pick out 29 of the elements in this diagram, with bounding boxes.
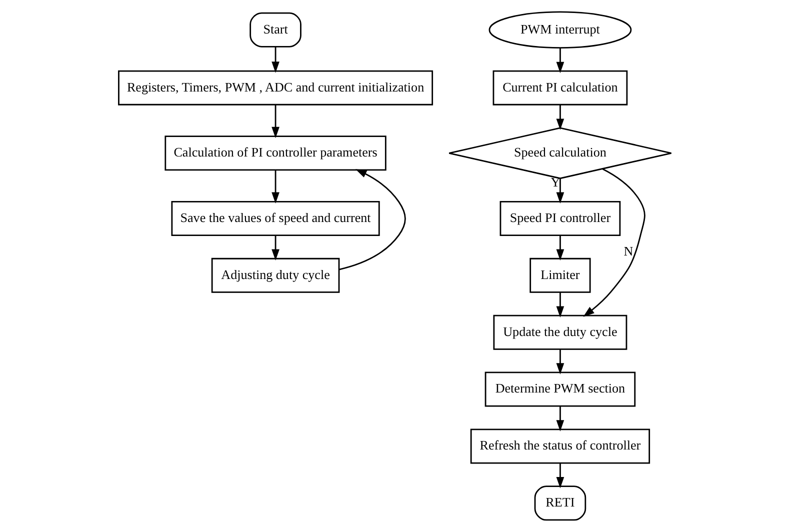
arrow <box>556 235 564 261</box>
arrow <box>272 46 280 73</box>
node-box: Speed PI controller <box>500 200 621 236</box>
node-diamond: Speed calculation <box>448 127 672 180</box>
node-ellipse: PWM interrupt <box>488 11 632 48</box>
arrow <box>338 169 406 270</box>
node-box: Update the duty cycle <box>493 314 628 350</box>
node-box: Save the values of speed and current <box>171 200 380 236</box>
node-box: Current PI calculation <box>492 70 628 106</box>
arrow <box>556 178 564 204</box>
node-box: Adjusting duty cycle <box>211 258 340 293</box>
arrow <box>272 170 280 204</box>
arrow <box>556 406 564 432</box>
node-box: RETI <box>534 486 586 521</box>
arrow <box>556 292 564 318</box>
arrow <box>556 104 564 130</box>
edge-label: N <box>624 243 634 258</box>
node-box: Calculation of PI controller parameters <box>164 136 386 171</box>
arrow <box>583 168 646 317</box>
node-box: Limiter <box>530 258 591 293</box>
arrow <box>272 104 280 138</box>
node-box: Refresh the status of controller <box>470 428 650 464</box>
arrow <box>556 48 564 74</box>
arrow <box>556 349 564 374</box>
node-box: Registers, Timers, PWM , ADC and current initialization <box>118 70 434 106</box>
node-box: Determine PWM section <box>484 372 636 407</box>
node-box: Start <box>250 12 302 48</box>
arrow <box>556 463 564 488</box>
arrow <box>272 235 280 261</box>
